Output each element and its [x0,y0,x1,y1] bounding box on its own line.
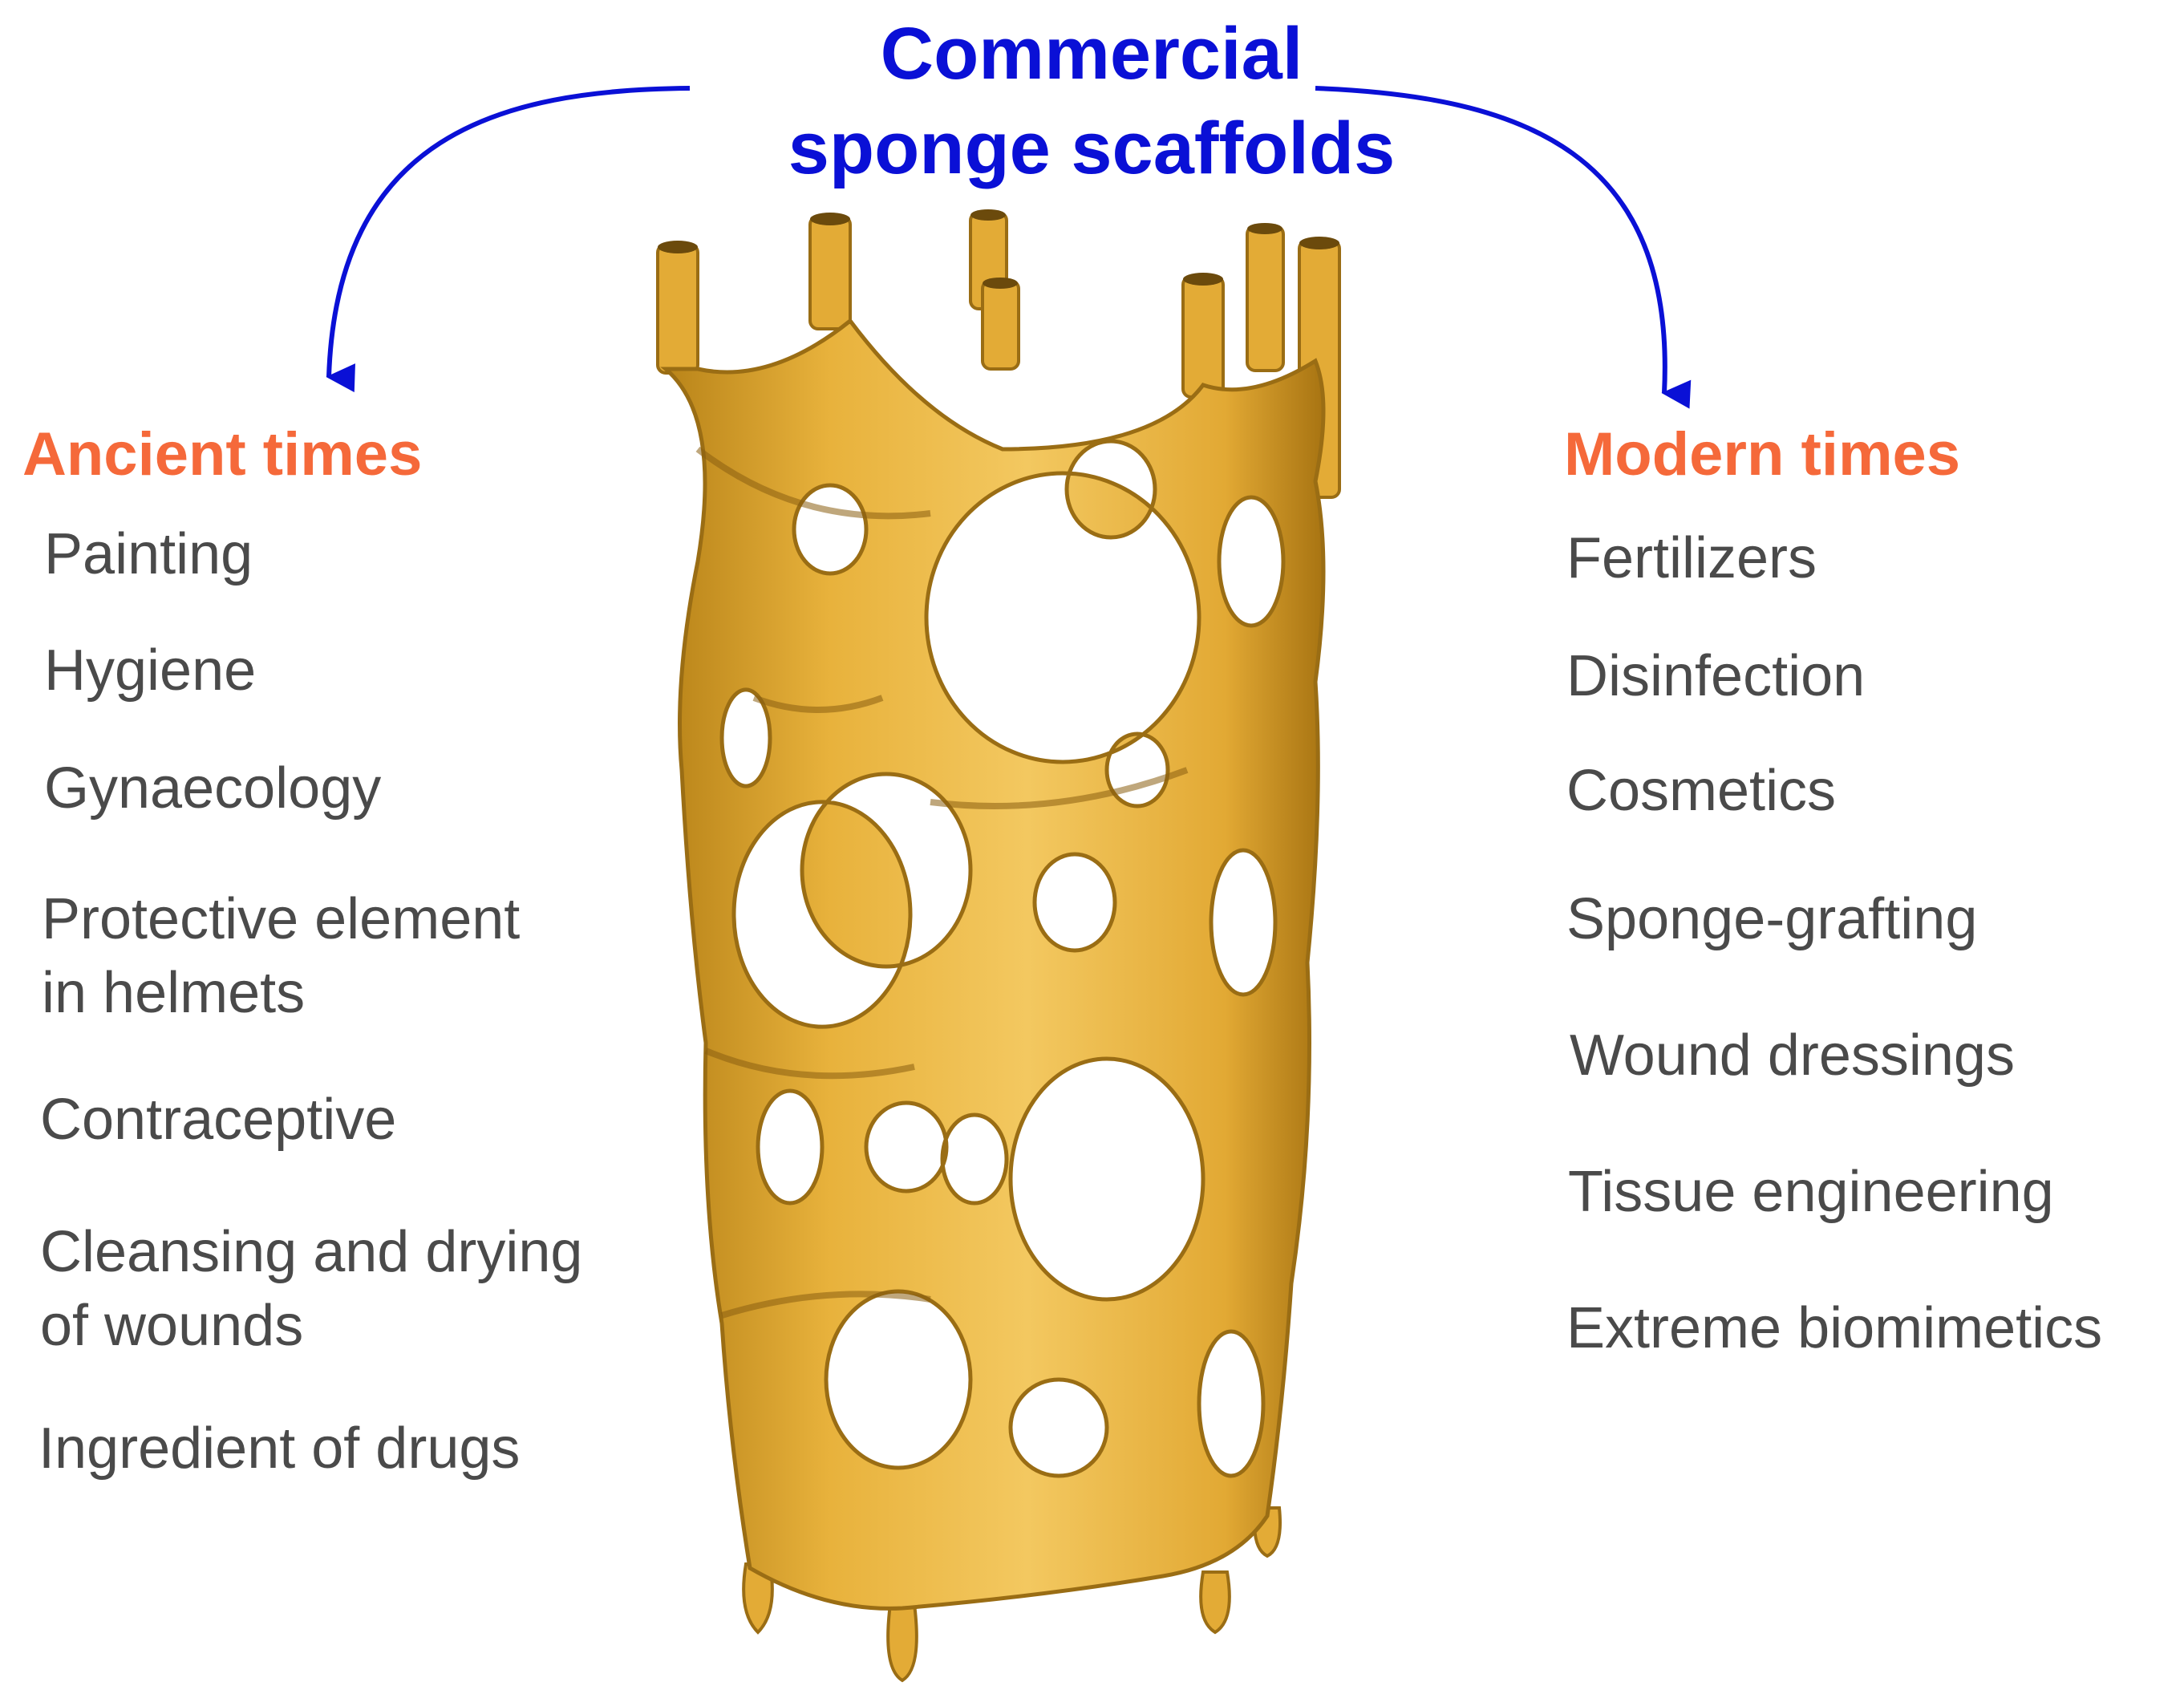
ancient-item-line: of wounds [40,1294,304,1358]
modern-item-line: Extreme biomimetics [1566,1296,2103,1360]
ancient-item-line: Hygiene [44,638,257,703]
ancient-item-line: Protective element [42,887,521,951]
modern-item-extreme-biomimetics: Extreme biomimetics [1566,1291,2102,1365]
modern-item-fertilizers: Fertilizers [1566,521,1817,595]
ancient-item-line: Gynaecology [44,756,382,821]
modern-item-line: Disinfection [1566,644,1866,708]
ancient-item-cleansing-drying: Cleansing and drying of wounds [40,1215,582,1363]
modern-item-tissue-engineering: Tissue engineering [1568,1155,2054,1229]
modern-item-line: Cosmetics [1566,759,1837,823]
title-line-1: Commercial [880,13,1303,95]
ancient-item-gynaecology: Gynaecology [44,752,381,825]
title-line-2: sponge scaffolds [788,107,1396,189]
ancient-times-heading: Ancient times [22,420,423,488]
modern-item-line: Wound dressings [1570,1023,2015,1088]
ancient-item-protective-element: Protective element in helmets [42,882,520,1030]
modern-item-line: Fertilizers [1566,526,1817,590]
diagram-title: Commercial sponge scaffolds [450,6,1733,196]
modern-item-disinfection: Disinfection [1566,639,1865,713]
modern-item-line: Sponge-grafting [1566,887,1978,951]
modern-times-heading: Modern times [1564,420,1961,488]
ancient-item-line: Contraceptive [40,1088,397,1152]
ancient-item-painting: Painting [44,517,253,591]
left-curved-arrow-icon [326,86,691,393]
ancient-item-line: Ingredient of drugs [38,1416,521,1481]
ancient-item-line: Painting [44,522,253,586]
modern-item-sponge-grafting: Sponge-grafting [1566,882,1977,956]
ancient-item-line: Cleansing and drying [40,1220,583,1284]
modern-item-cosmetics: Cosmetics [1566,754,1836,828]
right-curved-arrow-icon [1315,86,1692,409]
ancient-item-hygiene: Hygiene [44,634,256,707]
modern-item-wound-dressings: Wound dressings [1570,1019,2015,1092]
ancient-item-ingredient-drugs: Ingredient of drugs [38,1412,520,1485]
ancient-item-line: in helmets [42,961,306,1025]
sponge-scaffold-illustration [656,209,1341,1683]
modern-item-line: Tissue engineering [1568,1160,2054,1224]
ancient-item-contraceptive: Contraceptive [40,1083,396,1157]
